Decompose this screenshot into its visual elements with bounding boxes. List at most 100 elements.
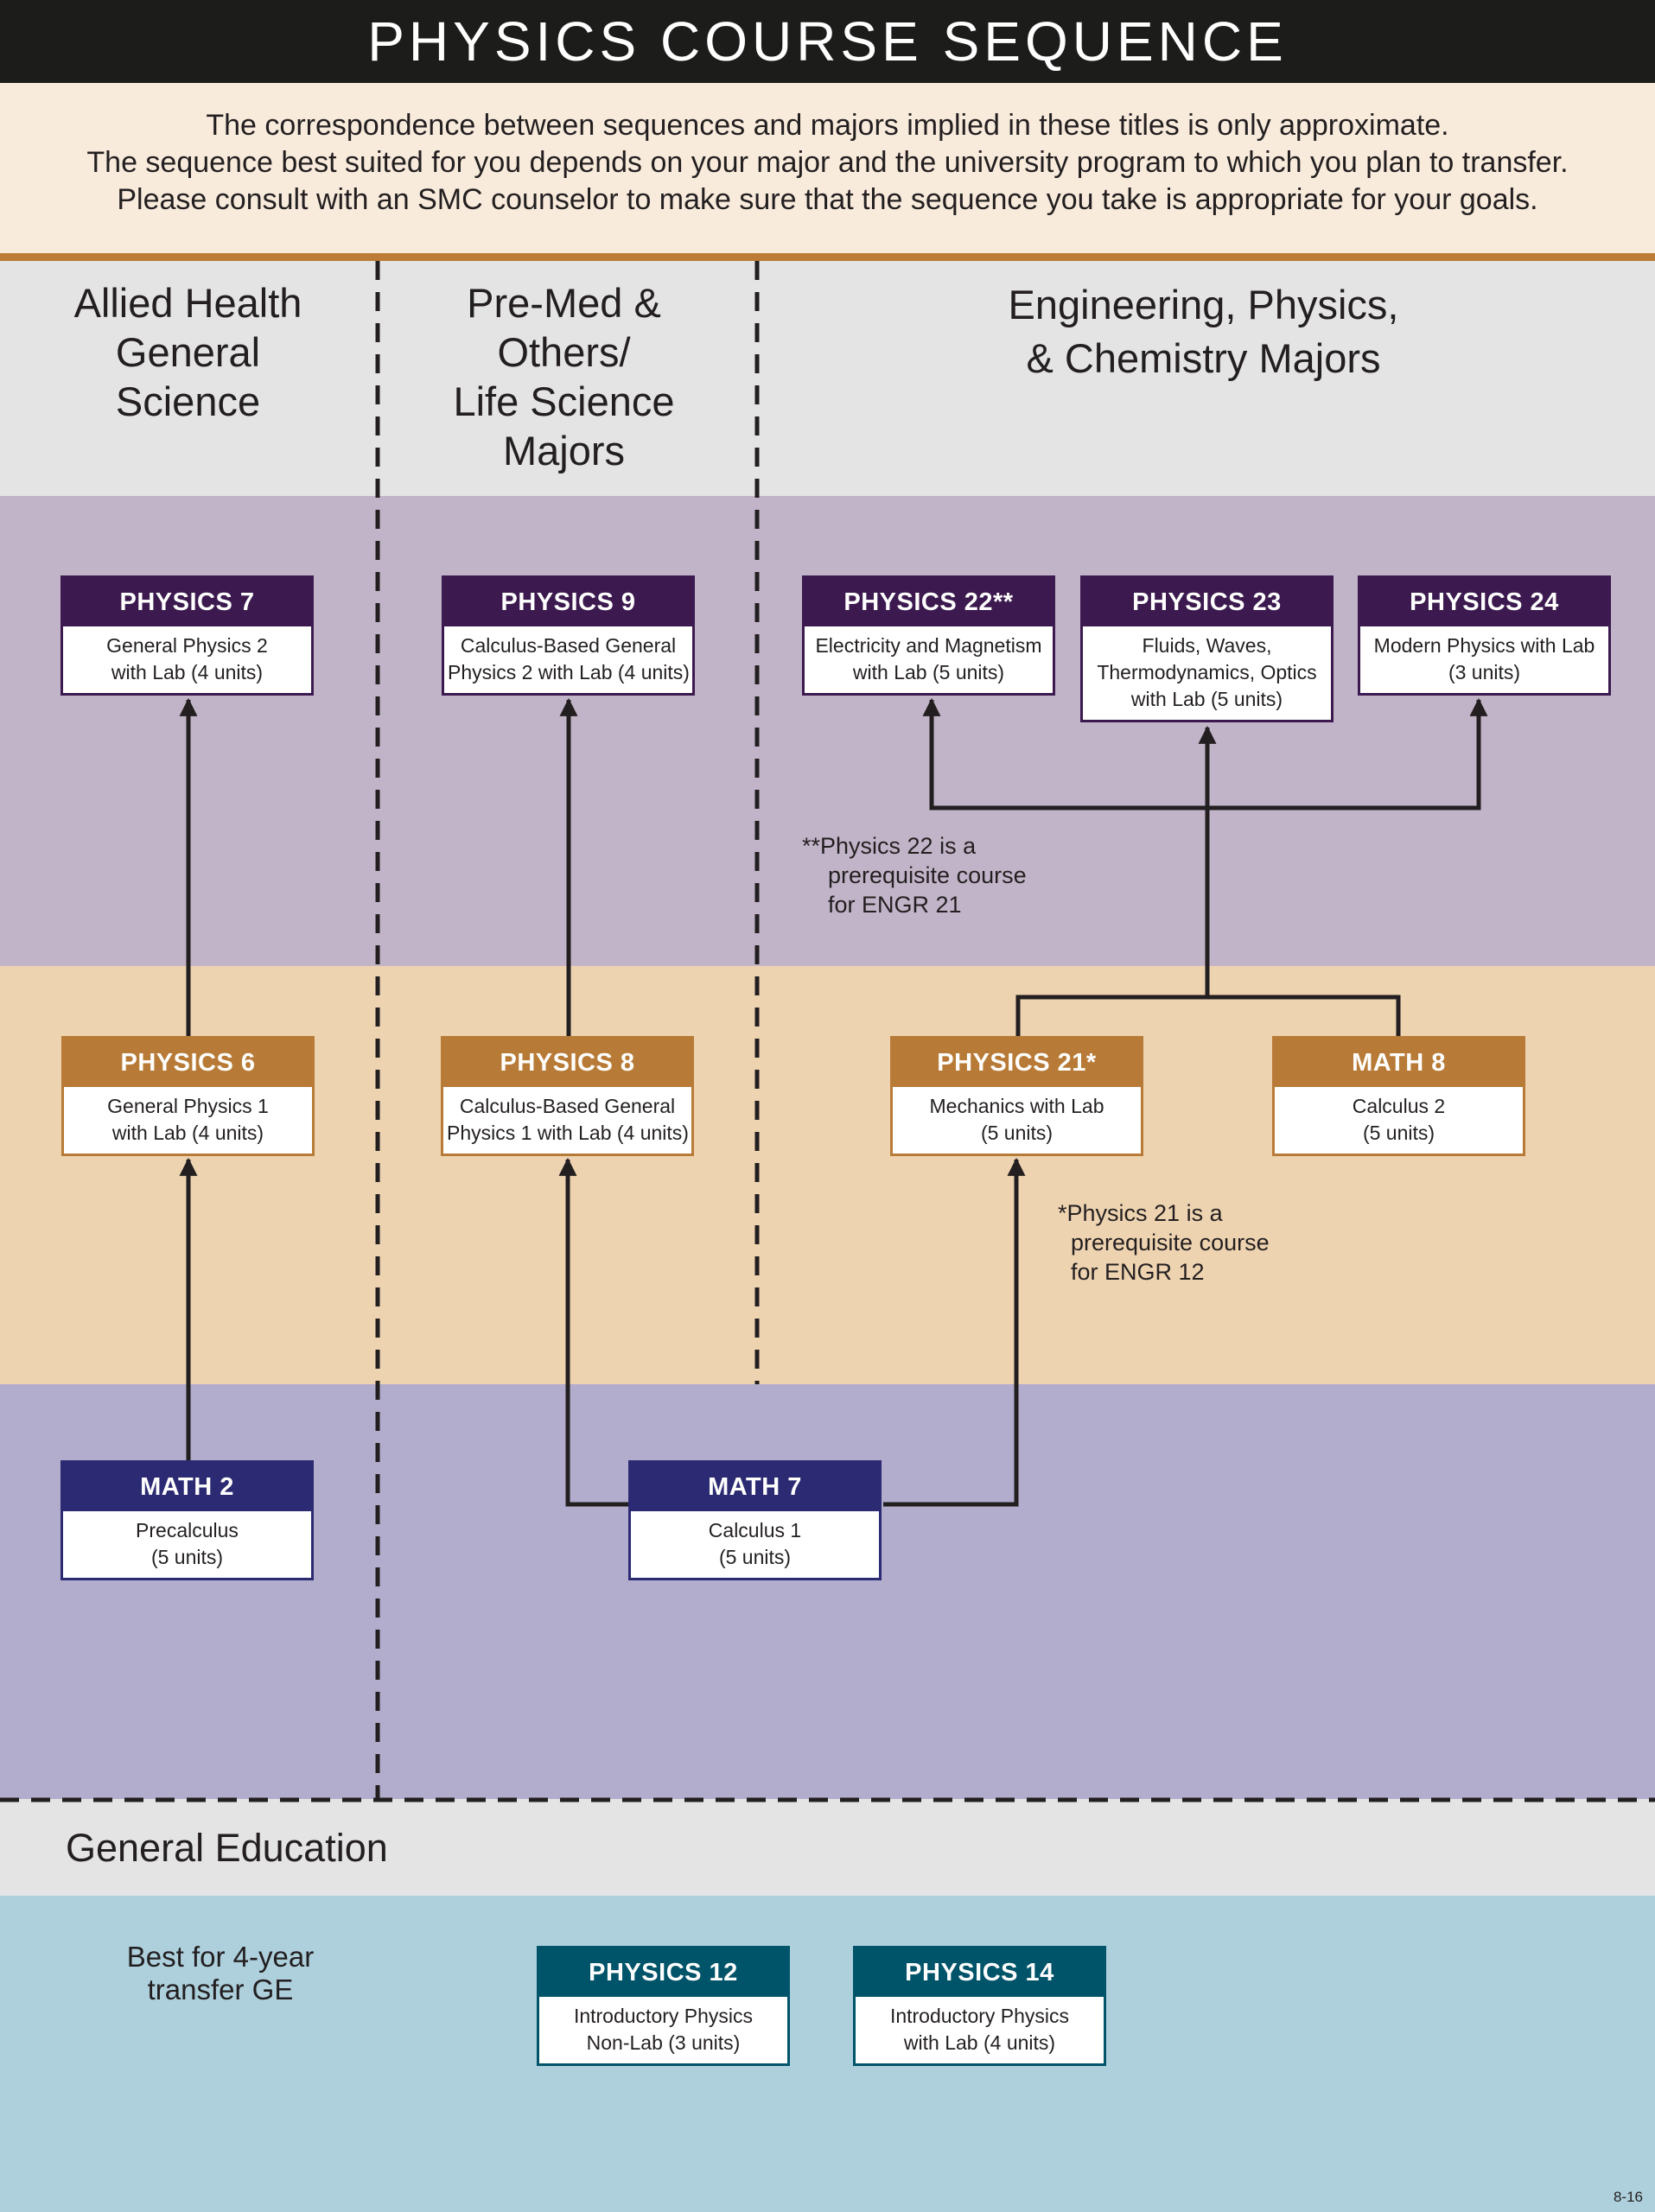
course-description: Introductory Physics with Lab (4 units) xyxy=(856,1997,1104,2063)
course-physics-14: PHYSICS 14 Introductory Physics with Lab… xyxy=(853,1946,1106,2066)
course-description: Modern Physics with Lab (3 units) xyxy=(1360,626,1608,693)
course-physics-21: PHYSICS 21* Mechanics with Lab (5 units) xyxy=(890,1036,1143,1156)
arrow-math7-to-physics8 xyxy=(558,1157,628,1507)
column-dividers xyxy=(0,261,1655,1802)
accent-rule xyxy=(0,253,1655,261)
description-line: Mechanics with Lab xyxy=(929,1095,1104,1117)
description-line: Non-Lab (3 units) xyxy=(586,2031,741,2054)
course-code: MATH 7 xyxy=(631,1463,879,1511)
course-description: Calculus 1 (5 units) xyxy=(631,1511,879,1578)
course-physics-24: PHYSICS 24 Modern Physics with Lab (3 un… xyxy=(1358,575,1611,696)
course-math-2: MATH 2 Precalculus (5 units) xyxy=(60,1460,314,1580)
description-line: Physics 2 with Lab (4 units) xyxy=(448,661,690,683)
footnote-line: Physics 22 is a xyxy=(820,833,977,859)
course-physics-23: PHYSICS 23 Fluids, Waves, Thermodynamics… xyxy=(1080,575,1334,722)
heading-line: Engineering, Physics, xyxy=(1008,282,1399,327)
description-line: (5 units) xyxy=(150,1546,224,1568)
connector-physics22-physics24 xyxy=(929,700,1481,810)
course-math-7: MATH 7 Calculus 1 (5 units) xyxy=(628,1460,882,1580)
course-description: Introductory Physics Non-Lab (3 units) xyxy=(539,1997,787,2063)
heading-line: Allied Health xyxy=(73,280,302,326)
notice-line: Please consult with an SMC counselor to … xyxy=(117,183,1538,216)
description-line: Calculus-Based General xyxy=(460,634,677,657)
description-line: with Lab (4 units) xyxy=(111,661,264,683)
course-math-8: MATH 8 Calculus 2 (5 units) xyxy=(1272,1036,1525,1156)
heading-line: Pre-Med & xyxy=(467,280,661,326)
course-physics-22: PHYSICS 22** Electricity and Magnetism w… xyxy=(802,575,1055,696)
description-line: with Lab (5 units) xyxy=(852,661,1005,683)
description-line: (3 units) xyxy=(1448,661,1521,683)
note-line: transfer GE xyxy=(147,1974,294,2005)
description-line: Calculus 2 xyxy=(1352,1095,1446,1117)
course-code: PHYSICS 6 xyxy=(64,1039,312,1087)
notice-band xyxy=(0,83,1655,254)
description-line: General Physics 2 xyxy=(106,634,268,657)
ge-heading-band xyxy=(0,1799,1655,1896)
course-code: PHYSICS 8 xyxy=(443,1039,691,1087)
course-description: General Physics 2 with Lab (4 units) xyxy=(63,626,311,693)
description-line: (5 units) xyxy=(980,1122,1053,1144)
course-code: MATH 2 xyxy=(63,1463,311,1511)
course-description: Calculus-Based General Physics 1 with La… xyxy=(443,1087,691,1154)
description-line: Physics 1 with Lab (4 units) xyxy=(447,1122,689,1144)
course-code: PHYSICS 7 xyxy=(63,578,311,626)
description-line: Precalculus xyxy=(136,1519,239,1541)
footnote-physics-21: *Physics 21 is a prerequisite course for… xyxy=(1058,1198,1270,1287)
description-line: General Physics 1 xyxy=(107,1095,269,1117)
footnote-line: for ENGR 21 xyxy=(828,892,962,918)
description-line: (5 units) xyxy=(718,1546,792,1568)
footnote-mark: ** xyxy=(802,833,821,859)
course-physics-7: PHYSICS 7 General Physics 2 with Lab (4 … xyxy=(60,575,314,696)
course-code: PHYSICS 23 xyxy=(1083,578,1331,626)
heading-line: General xyxy=(115,329,261,375)
column-heading-premed: Pre-Med & Others/ Life Science Majors xyxy=(398,278,730,475)
course-code: PHYSICS 14 xyxy=(856,1948,1104,1997)
description-line: with Lab (4 units) xyxy=(903,2031,1056,2054)
footnote-line: for ENGR 12 xyxy=(1071,1259,1205,1285)
footnote-line: prerequisite course xyxy=(1071,1230,1270,1255)
general-education-heading: General Education xyxy=(66,1826,388,1870)
course-description: General Physics 1 with Lab (4 units) xyxy=(64,1087,312,1154)
column-heading-allied-health: Allied Health General Science xyxy=(35,278,341,426)
description-line: Thermodynamics, Optics xyxy=(1097,661,1317,683)
page-title: PHYSICS COURSE SEQUENCE xyxy=(367,10,1288,73)
course-description: Fluids, Waves, Thermodynamics, Optics wi… xyxy=(1083,626,1331,720)
upper-division-band xyxy=(0,496,1655,966)
column-heading-engineering: Engineering, Physics, & Chemistry Majors xyxy=(864,278,1543,385)
general-education-note: Best for 4-year transfer GE xyxy=(95,1941,346,2006)
course-description: Calculus 2 (5 units) xyxy=(1275,1087,1523,1154)
description-line: Introductory Physics xyxy=(573,2005,754,2027)
heading-line: & Chemistry Majors xyxy=(1026,335,1381,381)
course-physics-9: PHYSICS 9 Calculus-Based General Physics… xyxy=(442,575,695,696)
ge-band xyxy=(0,1896,1655,2212)
footnote-mark: * xyxy=(1058,1200,1067,1226)
course-code: PHYSICS 22** xyxy=(805,578,1053,626)
course-description: Precalculus (5 units) xyxy=(63,1511,311,1578)
course-physics-8: PHYSICS 8 Calculus-Based General Physics… xyxy=(441,1036,694,1156)
math-band xyxy=(0,1384,1655,1799)
course-code: PHYSICS 9 xyxy=(444,578,692,626)
heading-line: Others/ xyxy=(497,329,631,375)
notice-text: The correspondence between sequences and… xyxy=(0,107,1655,219)
footnote-line: Physics 21 is a xyxy=(1066,1200,1223,1226)
description-line: Introductory Physics xyxy=(889,2005,1070,2027)
course-description: Calculus-Based General Physics 2 with La… xyxy=(444,626,692,693)
notice-line: The sequence best suited for you depends… xyxy=(86,146,1569,179)
column-heading-band xyxy=(0,261,1655,496)
course-physics-12: PHYSICS 12 Introductory Physics Non-Lab … xyxy=(537,1946,790,2066)
connector-physics21-math8 xyxy=(1015,995,1401,1036)
course-code: MATH 8 xyxy=(1275,1039,1523,1087)
description-line: Calculus 1 xyxy=(708,1519,802,1541)
description-line: Electricity and Magnetism xyxy=(815,634,1042,657)
heading-line: Science xyxy=(115,378,261,424)
note-line: Best for 4-year xyxy=(126,1941,315,1973)
lower-division-band xyxy=(0,966,1655,1384)
description-line: with Lab (4 units) xyxy=(111,1122,264,1144)
description-line: Fluids, Waves, xyxy=(1142,634,1272,657)
course-code: PHYSICS 21* xyxy=(893,1039,1141,1087)
description-line: with Lab (5 units) xyxy=(1130,688,1283,710)
title-bar xyxy=(0,0,1655,83)
description-line: Modern Physics with Lab xyxy=(1373,634,1595,657)
course-description: Electricity and Magnetism with Lab (5 un… xyxy=(805,626,1053,693)
